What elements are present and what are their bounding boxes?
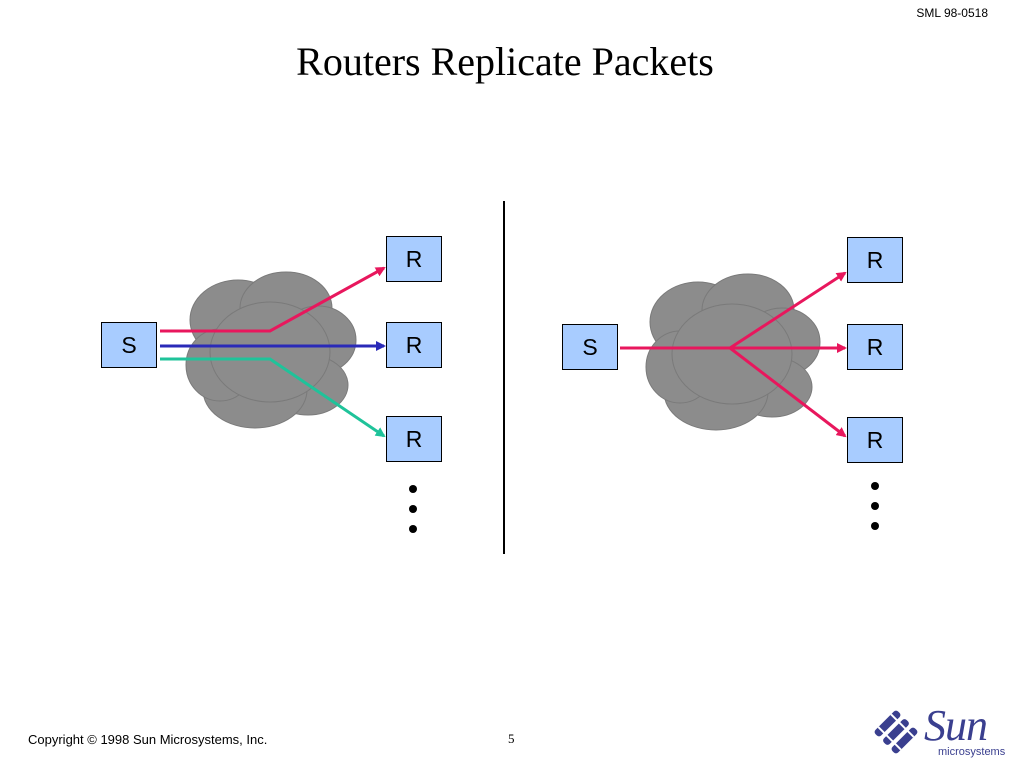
copyright-text: Copyright © 1998 Sun Microsystems, Inc. — [28, 732, 268, 747]
pink-path — [160, 266, 386, 333]
slide-code: SML 98-0518 — [916, 6, 988, 20]
receiver-node: R — [847, 237, 903, 283]
source-node: S — [101, 322, 157, 368]
logo-wordmark: Sun — [924, 701, 988, 750]
source-node: S — [562, 324, 618, 370]
receiver-node: R — [386, 416, 442, 462]
page-number: 5 — [508, 731, 515, 746]
logo-subtext: microsystems — [938, 746, 1006, 758]
cloud-icon — [185, 271, 357, 429]
sun-logo: Sun microsystems — [870, 701, 1010, 760]
receiver-node: R — [386, 236, 442, 282]
slide-title: Routers Replicate Packets — [296, 39, 714, 84]
receiver-node: R — [847, 324, 903, 370]
pink-path — [729, 271, 847, 350]
divider-line — [503, 201, 505, 554]
receiver-node: R — [386, 322, 442, 368]
receiver-node: R — [847, 417, 903, 463]
ellipsis-dots-icon — [871, 482, 881, 542]
sun-emblem-icon — [874, 710, 918, 754]
green-path — [160, 357, 386, 438]
pink-path — [729, 346, 847, 438]
ellipsis-dots-icon — [409, 485, 419, 545]
cloud-icon — [645, 273, 821, 431]
